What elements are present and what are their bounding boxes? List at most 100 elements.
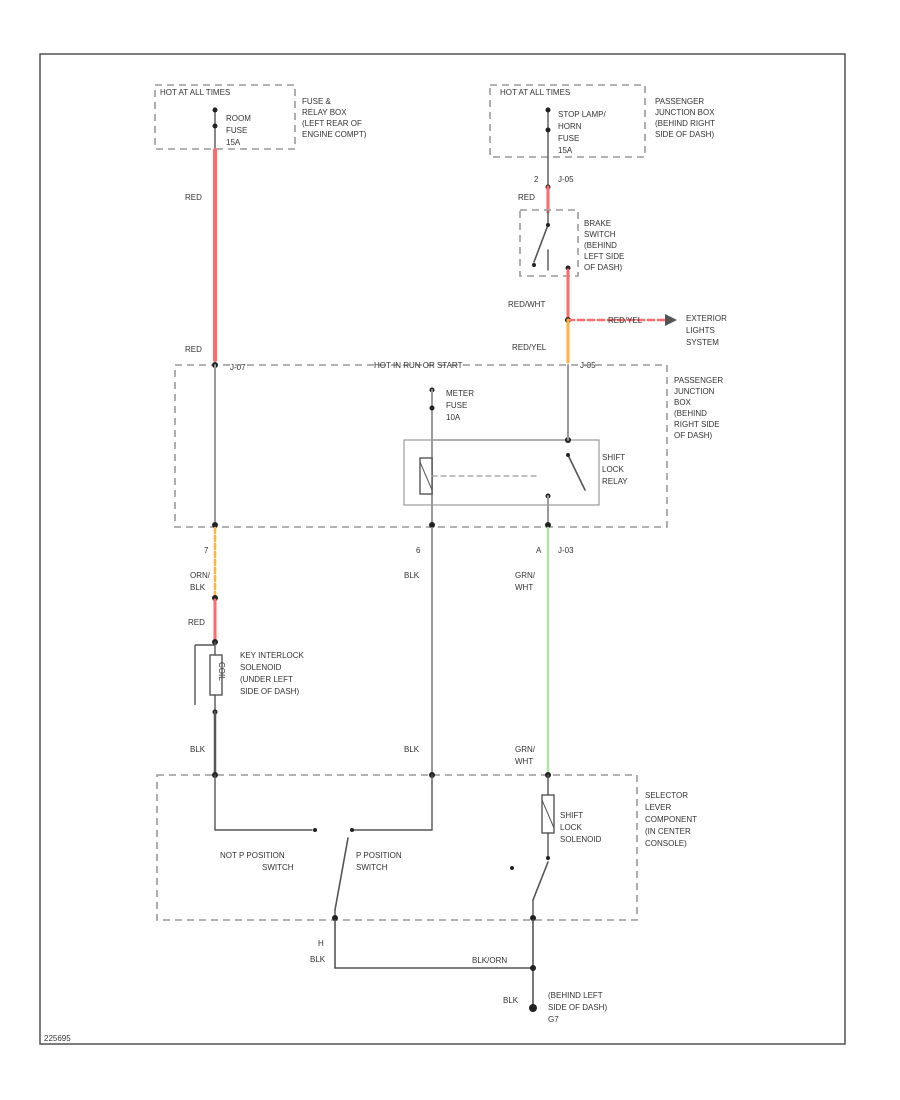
brake-switch: 2 J-05 RED BRAKE SWITCH (BEHIND LEFT SID… bbox=[518, 175, 624, 277]
jb-loc-4: (BEHIND bbox=[674, 409, 707, 418]
ground-label-3: G7 bbox=[548, 1015, 559, 1024]
meter-fuse-2: FUSE bbox=[446, 401, 467, 410]
wire-label-blk-ground: BLK bbox=[503, 996, 519, 1005]
shift-lock-relay-box bbox=[403, 439, 600, 506]
conn-j05-top: J-05 bbox=[558, 175, 574, 184]
coil-text: COIL bbox=[217, 662, 226, 681]
ground-icon bbox=[529, 1004, 537, 1012]
wire-label-blk-bottom: BLK bbox=[310, 955, 326, 964]
fuse-relay-box-loc-1: FUSE & bbox=[302, 97, 332, 106]
relay-label-1: SHIFT bbox=[602, 453, 625, 462]
wire-label-red-yel: RED/YEL bbox=[512, 343, 547, 352]
pin-6: 6 bbox=[416, 546, 421, 555]
fuse-relay-box-loc-3: (LEFT REAR OF bbox=[302, 119, 362, 128]
key-interlock-solenoid: COIL KEY INTERLOCK SOLENOID (UNDER LEFT … bbox=[194, 639, 305, 715]
wire-label-grn-2: GRN/ bbox=[515, 745, 536, 754]
stop-fuse-label-2: HORN bbox=[558, 122, 582, 131]
brake-switch-contact bbox=[533, 224, 549, 263]
solenoid-label-2: LOCK bbox=[560, 823, 582, 832]
relay-contact bbox=[567, 454, 586, 491]
solenoid-coil bbox=[209, 654, 223, 696]
brake-switch-label-1: BRAKE bbox=[584, 219, 611, 228]
pass-jb-loc-1: PASSENGER bbox=[655, 97, 704, 106]
power-right-header: HOT AT ALL TIMES bbox=[500, 88, 570, 97]
brake-switch-label-2: SWITCH bbox=[584, 230, 616, 239]
exterior-label-2: LIGHTS bbox=[686, 326, 715, 335]
wire-label-blk-lower: BLK bbox=[190, 583, 206, 592]
pin-7: 7 bbox=[204, 546, 209, 555]
exterior-label-1: EXTERIOR bbox=[686, 314, 727, 323]
room-fuse-label-3: 15A bbox=[226, 138, 241, 147]
key-interlock-label-2: SOLENOID bbox=[240, 663, 282, 672]
jb-loc-2: JUNCTION bbox=[674, 387, 715, 396]
fuse-terminal bbox=[212, 107, 218, 113]
selector-loc-1: SELECTOR bbox=[645, 791, 688, 800]
wire-label-red-wht: RED/WHT bbox=[508, 300, 545, 309]
room-fuse-label-2: FUSE bbox=[226, 126, 247, 135]
stop-fuse-label-4: 15A bbox=[558, 146, 573, 155]
fuse-relay-box-loc-2: RELAY BOX bbox=[302, 108, 347, 117]
wire-label-wht-2: WHT bbox=[515, 757, 533, 766]
p-position-switch-blade bbox=[334, 837, 349, 911]
wire-label-blk-orn: BLK/ORN bbox=[472, 956, 507, 965]
jb-loc-1: PASSENGER bbox=[674, 376, 723, 385]
brake-switch-label-4: LEFT SIDE bbox=[584, 252, 624, 261]
pin-a: A bbox=[536, 546, 542, 555]
jb-loc-5: RIGHT SIDE bbox=[674, 420, 720, 429]
wire-label-blk-mid2: BLK bbox=[404, 745, 420, 754]
wire-label-orn: ORN/ bbox=[190, 571, 211, 580]
brake-switch-label-5: OF DASH) bbox=[584, 263, 623, 272]
stop-fuse-label-3: FUSE bbox=[558, 134, 579, 143]
stop-fuse-label-1: STOP LAMP/ bbox=[558, 110, 607, 119]
relay-label-3: RELAY bbox=[602, 477, 628, 486]
power-left-header: HOT AT ALL TIMES bbox=[160, 88, 230, 97]
selector-loc-3: COMPONENT bbox=[645, 815, 697, 824]
ground-label-1: (BEHIND LEFT bbox=[548, 991, 603, 1000]
conn-j03: J-03 bbox=[558, 546, 574, 555]
p-pos-label-2: SWITCH bbox=[356, 863, 388, 872]
pass-jb-loc-3: (BEHIND RIGHT bbox=[655, 119, 715, 128]
wire-label-red-lower: RED bbox=[188, 618, 205, 627]
solenoid-label-1: SHIFT bbox=[560, 811, 583, 820]
pin-h: H bbox=[318, 939, 324, 948]
ground-label-2: SIDE OF DASH) bbox=[548, 1003, 607, 1012]
selector-lever-component: SELECTOR LEVER COMPONENT (IN CENTER CONS… bbox=[156, 772, 697, 921]
fuse-relay-box-loc-4: ENGINE COMPT) bbox=[302, 130, 367, 139]
wire-label-red-brake: RED bbox=[518, 193, 535, 202]
arrow-icon bbox=[665, 314, 677, 326]
passenger-junction-box: HOT IN RUN OR START PASSENGER JUNCTION B… bbox=[174, 361, 723, 528]
exterior-label-3: SYSTEM bbox=[686, 338, 719, 347]
solenoid-switch-contact bbox=[532, 861, 549, 901]
selector-loc-2: LEVER bbox=[645, 803, 671, 812]
selector-loc-4: (IN CENTER bbox=[645, 827, 691, 836]
room-fuse-label-1: ROOM bbox=[226, 114, 251, 123]
pass-jb-loc-4: SIDE OF DASH) bbox=[655, 130, 714, 139]
wire-label-wht-1: WHT bbox=[515, 583, 533, 592]
wire-label-red-yel-branch: RED/YEL bbox=[608, 316, 643, 325]
key-interlock-label-3: (UNDER LEFT bbox=[240, 675, 293, 684]
conn-j07: J-07 bbox=[230, 363, 246, 372]
meter-fuse-3: 10A bbox=[446, 413, 461, 422]
stop-pin-2: 2 bbox=[534, 175, 539, 184]
jb-loc-3: BOX bbox=[674, 398, 692, 407]
power-source-right: HOT AT ALL TIMES STOP LAMP/ HORN FUSE 15… bbox=[489, 84, 715, 186]
jb-loc-6: OF DASH) bbox=[674, 431, 713, 440]
not-p-label-1: NOT P POSITION bbox=[220, 851, 285, 860]
wire-label-grn-1: GRN/ bbox=[515, 571, 536, 580]
pass-jb-loc-2: JUNCTION BOX bbox=[655, 108, 715, 117]
power-source-left: HOT AT ALL TIMES ROOM FUSE 15A FUSE & RE… bbox=[154, 84, 367, 150]
key-interlock-label-4: SIDE OF DASH) bbox=[240, 687, 299, 696]
not-p-label-2: SWITCH bbox=[262, 863, 294, 872]
ground-circuit: H BLK BLK/ORN BLK (BEHIND LEFT SIDE OF D… bbox=[310, 919, 607, 1024]
p-pos-label-1: P POSITION bbox=[356, 851, 402, 860]
selector-loc-5: CONSOLE) bbox=[645, 839, 687, 848]
wire-label-red-top: RED bbox=[185, 193, 202, 202]
diagram-code: 225695 bbox=[44, 1034, 71, 1043]
diagram-frame bbox=[39, 53, 846, 1045]
wire-label-red-mid: RED bbox=[185, 345, 202, 354]
junction-header: HOT IN RUN OR START bbox=[374, 361, 463, 370]
key-interlock-label-1: KEY INTERLOCK bbox=[240, 651, 305, 660]
brake-switch-label-3: (BEHIND bbox=[584, 241, 617, 250]
solenoid-label-3: SOLENOID bbox=[560, 835, 602, 844]
